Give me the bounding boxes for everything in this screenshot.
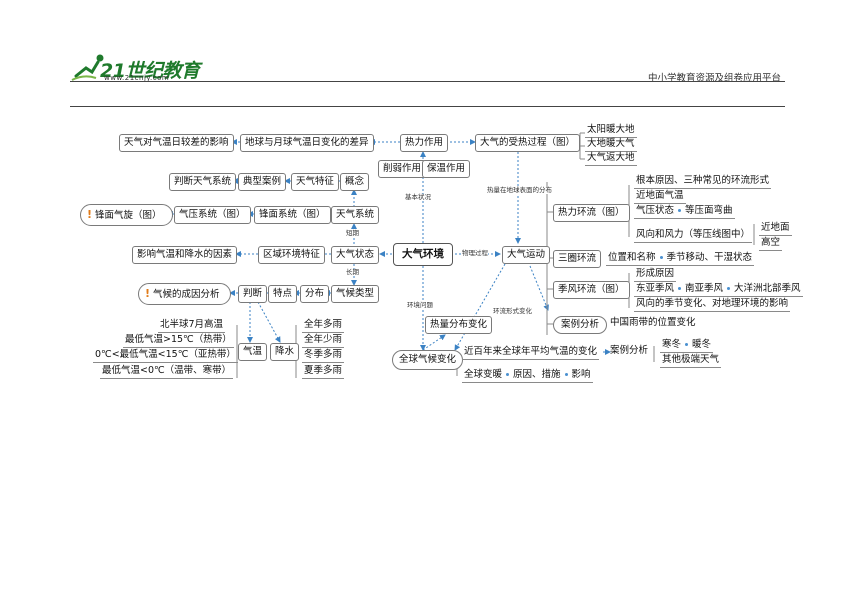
heating-process-node[interactable]: 大气的受热过程（图）	[475, 134, 581, 152]
temp-rule-1: 北半球7月高温	[158, 318, 226, 333]
tc-rule-4: 风向和风力（等压线图中）	[634, 228, 753, 243]
three-cell-detail: 位置和名称季节移动、干湿状态	[606, 251, 755, 266]
temp-rule-3: 0℃<最低气温<15℃（亚热带）	[93, 348, 238, 363]
isobaric-bend-label: 等压面弯曲	[685, 205, 733, 216]
case-analysis-node[interactable]: 案例分析	[553, 316, 608, 334]
extreme-weather: 其他极端天气	[660, 353, 722, 368]
earth-moon-diff-node[interactable]: 地球与月球气温日变化的差异	[240, 134, 374, 152]
center-node[interactable]: 大气环境	[393, 243, 453, 266]
typical-case-node[interactable]: 典型案例	[238, 173, 287, 191]
sun-warms-earth: 太阳暖大地	[585, 123, 637, 138]
feature-node[interactable]: 特点	[268, 285, 298, 303]
bullet-dot	[727, 287, 731, 290]
distribution-node[interactable]: 分布	[300, 285, 330, 303]
platform-name: 中小学教育资源及组卷应用平台	[647, 73, 781, 84]
concept-node[interactable]: 概念	[340, 173, 370, 191]
rain-belt-label: 中国雨带的位置变化	[610, 317, 696, 328]
temp-rain-factors-node[interactable]: 影响气温和降水的因素	[132, 246, 238, 264]
label-short: 短期	[346, 229, 359, 237]
three-cell-node[interactable]: 三圈环流	[553, 250, 602, 268]
east-asia-monsoon: 东亚季风	[636, 283, 675, 294]
judge-node[interactable]: 判断	[238, 285, 268, 303]
label-long: 长期	[346, 268, 359, 276]
monsoon-effects: 风向的季节变化、对地理环境的影响	[634, 297, 791, 312]
tc-rule-3: 气压状态等压面弯曲	[634, 204, 735, 219]
climate-cause-label: 气候的成因分析	[153, 289, 220, 300]
bullet-dot	[659, 256, 663, 259]
change-case-node[interactable]: 案例分析	[610, 345, 649, 356]
bullet-dot	[506, 373, 510, 376]
heat-distribution-node[interactable]: 热量分布变化	[425, 316, 493, 334]
thermal-action-node[interactable]: 热力作用	[400, 134, 449, 152]
label-form: 环流形式变化	[493, 307, 532, 315]
air-returns-earth: 大气返大地	[585, 151, 637, 166]
region-feature-node[interactable]: 区域环境特征	[258, 246, 326, 264]
logo-url: www.21cnjy.com	[104, 74, 170, 82]
season-move-label: 季节移动、干湿状态	[666, 252, 753, 263]
position-name-label: 位置和名称	[608, 252, 656, 263]
warning-icon: !	[145, 287, 151, 300]
frontal-cyclone-label: 锋面气旋（图）	[95, 210, 162, 221]
weather-feature-node[interactable]: 天气特征	[291, 173, 340, 191]
bullet-dot	[678, 287, 682, 290]
header-rule	[70, 81, 785, 82]
logo-runner-icon	[71, 54, 104, 81]
label-problem: 环境问题	[407, 301, 433, 309]
temp-rule-2: 最低气温>15℃（热带）	[123, 333, 234, 348]
rain-rule-4: 夏季多雨	[302, 364, 345, 379]
bullet-dot	[564, 373, 568, 376]
oceania-monsoon: 大洋洲北部季风	[734, 283, 801, 294]
climate-change-node[interactable]: 全球气候变化	[392, 350, 464, 370]
atmos-motion-node[interactable]: 大气运动	[502, 246, 551, 264]
bullet-dot	[685, 343, 689, 346]
judge-weather-node[interactable]: 判断天气系统	[169, 173, 237, 191]
rain-rule-1: 全年多雨	[302, 318, 345, 333]
logo-text: 21世纪教育	[100, 60, 200, 82]
label-heat-dist: 热量在地球表面的分布	[487, 186, 552, 194]
global-warming-label: 全球变暖	[464, 369, 503, 380]
daily-range-node[interactable]: 天气对气温日较差的影响	[119, 134, 234, 152]
south-asia-monsoon: 南亚季风	[685, 283, 724, 294]
upper-air-label: 高空	[759, 236, 783, 251]
atmos-state-node[interactable]: 大气状态	[331, 246, 380, 264]
monsoon-types: 东亚季风南亚季风大洋洲北部季风	[634, 282, 803, 297]
bullet-dot	[678, 209, 682, 212]
impact-label: 影响	[571, 369, 591, 380]
warm-winter-label: 暖冬	[692, 339, 712, 350]
climate-cause-node[interactable]: !气候的成因分析	[138, 283, 231, 305]
earth-warms-air: 大地暖大气	[585, 137, 637, 152]
front-system-node[interactable]: 锋面系统（图）	[254, 206, 331, 224]
rain-node[interactable]: 降水	[270, 343, 300, 361]
rain-rule-2: 全年少雨	[302, 333, 345, 348]
header-rule-2	[70, 106, 785, 107]
insulate-node[interactable]: 保温作用	[422, 160, 471, 178]
pressure-system-node[interactable]: 气压系统（图）	[174, 206, 251, 224]
weather-system-node[interactable]: 天气系统	[331, 206, 380, 224]
cause-measure-label: 原因、措施	[513, 369, 561, 380]
thermal-circulation-node[interactable]: 热力环流（图）	[553, 204, 630, 222]
century-trend: 近百年来全球年平均气温的变化	[462, 345, 600, 360]
temp-rule-4: 最低气温<0℃（温带、寒带）	[100, 364, 234, 379]
frontal-cyclone-node[interactable]: !锋面气旋（图）	[80, 204, 173, 226]
climate-type-node[interactable]: 气候类型	[331, 285, 380, 303]
extreme-winter: 寒冬暖冬	[660, 338, 714, 353]
pressure-state-label: 气压状态	[636, 205, 675, 216]
monsoon-cause: 形成原因	[634, 267, 677, 282]
near-ground-label: 近地面	[759, 221, 792, 236]
tc-rule-2: 近地面气温	[634, 189, 686, 204]
rain-rule-3: 冬季多雨	[302, 348, 345, 363]
cold-winter-label: 寒冬	[662, 339, 682, 350]
temp-node[interactable]: 气温	[238, 343, 268, 361]
global-warming-row: 全球变暖原因、措施影响	[462, 368, 593, 383]
warning-icon: !	[87, 208, 93, 221]
label-basic: 基本状况	[405, 193, 431, 201]
monsoon-node[interactable]: 季风环流（图）	[553, 281, 630, 299]
tc-rule-1: 根本原因、三种常见的环流形式	[634, 174, 772, 189]
label-process: 物理过程	[462, 249, 488, 257]
weaken-node[interactable]: 削弱作用	[378, 160, 427, 178]
